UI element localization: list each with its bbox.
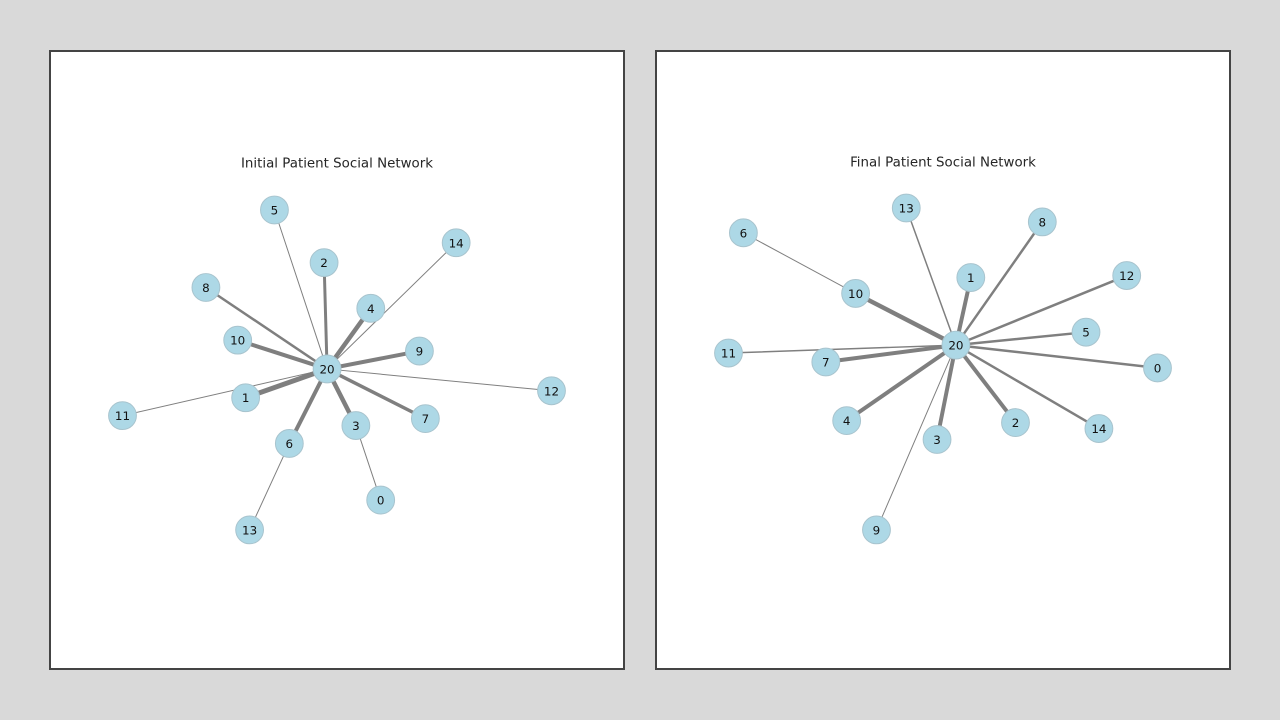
graph-node[interactable]: 10 [841, 279, 871, 308]
graph-node-circle[interactable] [260, 195, 289, 225]
graph-node[interactable]: 13 [235, 515, 265, 545]
graph-node-circle[interactable] [862, 515, 891, 545]
graph-node[interactable]: 12 [537, 376, 566, 406]
graph-node[interactable]: 11 [108, 401, 137, 431]
graph-node-circle[interactable] [405, 336, 434, 366]
graph-node-circle[interactable] [956, 263, 986, 292]
graph-node[interactable]: 0 [1143, 353, 1172, 383]
graph-edge [954, 343, 1159, 370]
graph-edge [954, 220, 1044, 347]
graph-edge [727, 344, 957, 354]
graph-node-circle[interactable] [366, 485, 396, 515]
graph-node-circle[interactable] [811, 347, 841, 377]
graph-node[interactable]: 2 [1001, 408, 1030, 437]
graph-node-circle[interactable] [1001, 408, 1030, 437]
graph-edge [954, 330, 1088, 347]
graph-node-circle[interactable] [312, 354, 342, 384]
graph-edge [954, 343, 1101, 430]
graph-node[interactable]: 5 [260, 195, 289, 225]
graph-node-circle[interactable] [1112, 261, 1142, 290]
graph-node[interactable]: 2 [309, 248, 339, 278]
graph-node-circle[interactable] [441, 228, 471, 258]
graph-node[interactable]: 3 [341, 411, 371, 440]
graph-node[interactable]: 1 [956, 263, 986, 292]
graph-node[interactable]: 4 [356, 293, 386, 323]
graph-node[interactable]: 7 [410, 404, 440, 434]
graph-node-circle[interactable] [941, 330, 971, 360]
graph-node-circle[interactable] [728, 218, 758, 248]
graph-node[interactable]: 9 [405, 336, 434, 366]
graph-node[interactable]: 9 [862, 515, 891, 545]
graph-edge [954, 274, 1128, 347]
graph-node[interactable]: 6 [274, 429, 304, 458]
graph-node-circle[interactable] [341, 411, 371, 440]
graph-node[interactable]: 20 [312, 354, 342, 384]
graph-edge [122, 368, 328, 417]
graph-edge [325, 349, 422, 371]
initial-network-plot[interactable]: Initial Patient Social Network 200123456… [51, 52, 623, 668]
graph-node-circle[interactable] [1084, 414, 1114, 443]
final-network-title: Final Patient Social Network [850, 155, 1036, 170]
graph-node-circle[interactable] [841, 279, 871, 308]
graph-node-circle[interactable] [537, 376, 566, 406]
graph-edge [953, 343, 1018, 425]
graph-edge [235, 338, 330, 371]
initial-network-title: Initial Patient Social Network [241, 156, 433, 171]
graph-edge [204, 286, 329, 371]
graph-node[interactable]: 14 [441, 228, 471, 258]
graph-edge [823, 343, 958, 364]
graph-node[interactable]: 5 [1071, 317, 1101, 347]
graph-node[interactable]: 10 [223, 325, 253, 355]
graph-node[interactable]: 12 [1112, 261, 1142, 290]
graph-edge [853, 291, 959, 348]
graph-node-circle[interactable] [714, 338, 743, 368]
graph-node[interactable]: 6 [728, 218, 758, 248]
graph-node-circle[interactable] [410, 404, 440, 434]
graph-node[interactable]: 20 [941, 330, 971, 360]
graph-edge [326, 242, 457, 370]
graph-edge [875, 344, 957, 531]
graph-node[interactable]: 4 [832, 406, 862, 436]
graph-edge [326, 368, 552, 392]
graph-edge [905, 207, 957, 346]
graph-edge [742, 232, 857, 294]
graph-node-circle[interactable] [274, 429, 304, 458]
graph-node-circle[interactable] [191, 273, 221, 302]
graph-node-circle[interactable] [309, 248, 339, 278]
graph-node[interactable]: 3 [922, 425, 952, 454]
graph-edge [935, 343, 958, 442]
graph-edge [273, 209, 328, 370]
graph-node[interactable]: 11 [714, 338, 743, 368]
graph-node-circle[interactable] [223, 325, 253, 355]
graph-node-circle[interactable] [1071, 317, 1101, 347]
graph-node-circle[interactable] [1143, 353, 1172, 383]
graph-node-circle[interactable] [356, 293, 386, 323]
graph-node-circle[interactable] [832, 406, 862, 436]
graph-node[interactable]: 13 [891, 193, 921, 223]
graph-node[interactable]: 8 [1027, 207, 1057, 237]
graph-node-circle[interactable] [891, 193, 921, 223]
graph-node[interactable]: 0 [366, 485, 396, 515]
graph-edge [322, 261, 329, 371]
graph-node[interactable]: 1 [231, 383, 261, 413]
graph-node[interactable]: 14 [1084, 414, 1114, 443]
graph-edge [249, 442, 290, 531]
graph-node-circle[interactable] [922, 425, 952, 454]
graph-edge [325, 367, 428, 421]
graph-node-circle[interactable] [108, 401, 137, 431]
graph-node-circle[interactable] [231, 383, 261, 413]
graph-node-circle[interactable] [1027, 207, 1057, 237]
graph-node[interactable]: 7 [811, 347, 841, 377]
graph-node[interactable]: 8 [191, 273, 221, 302]
final-network-edges [727, 207, 1159, 531]
graph-edge [844, 343, 958, 423]
graph-node-circle[interactable] [235, 515, 265, 545]
final-network-plot[interactable]: Final Patient Social Network 20012345678… [657, 52, 1229, 668]
